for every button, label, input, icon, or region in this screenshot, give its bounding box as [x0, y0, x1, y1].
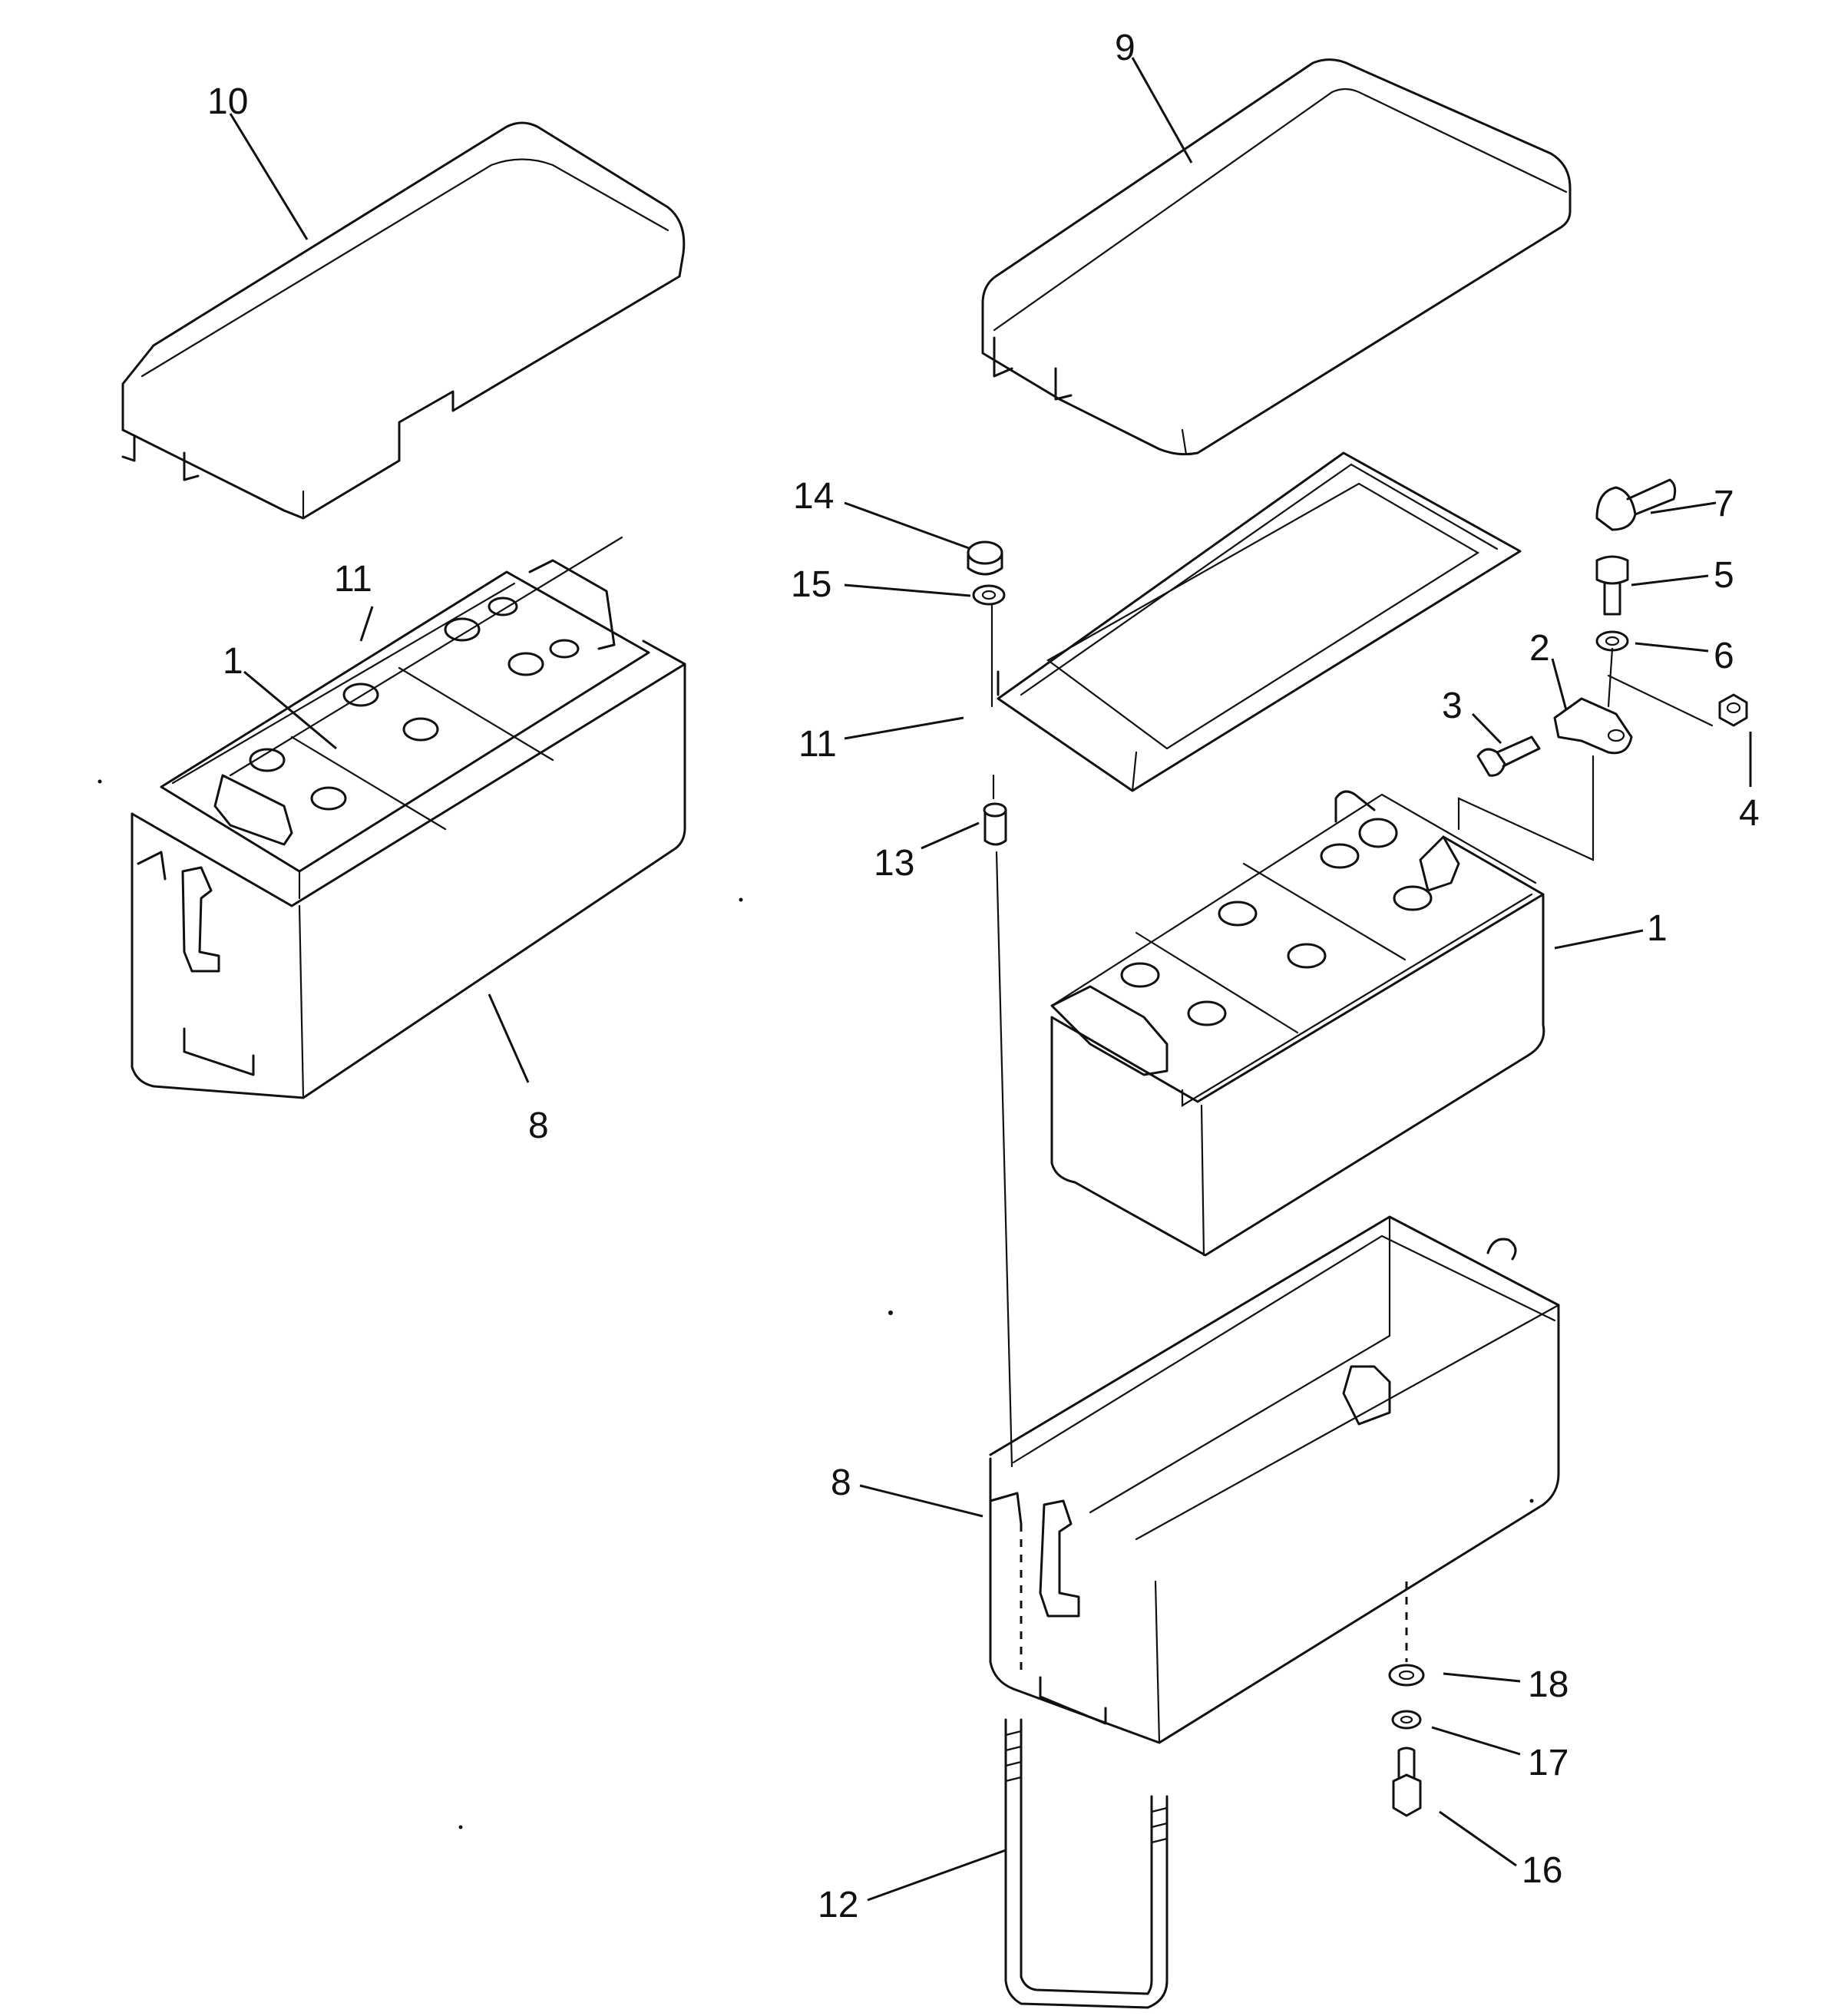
- bolt-part-3: [1476, 735, 1541, 777]
- spacer-part-13: [983, 802, 1007, 846]
- assembly-line: [1607, 647, 1614, 708]
- callout-11: 11: [334, 559, 372, 600]
- washer-part-6: [1595, 630, 1629, 652]
- callouts: 10 11 1 8 9 14 15 11 13 7 5 2 6 3 4 1 8 …: [207, 28, 1760, 1925]
- scan-specks: [98, 779, 1534, 1829]
- callout-18: 18: [1528, 1664, 1569, 1705]
- callout-8: 8: [528, 1105, 549, 1146]
- callout-16: 16: [1522, 1850, 1562, 1891]
- assembly-line: [1607, 674, 1714, 727]
- callout-15: 15: [791, 564, 831, 605]
- assembly-line: [1457, 755, 1595, 861]
- callout-5: 5: [1714, 555, 1734, 596]
- nut-part-4: [1718, 693, 1748, 727]
- callout-1: 1: [1647, 908, 1668, 949]
- right-battery-part-1: [1050, 790, 1545, 1257]
- washer-part-18: [1388, 1664, 1425, 1687]
- callout-11: 11: [798, 724, 837, 765]
- right-box-part-8: [989, 1215, 1560, 1744]
- nut-part-14: [967, 540, 1003, 576]
- callout-6: 6: [1714, 636, 1734, 676]
- callout-14: 14: [793, 476, 834, 517]
- left-battery-part-1: [160, 536, 650, 900]
- callout-2: 2: [1529, 628, 1550, 669]
- cap-part-7: [1595, 478, 1677, 531]
- left-box-part-8: [131, 640, 686, 1099]
- left-cover-part-10: [121, 121, 686, 520]
- callout-12: 12: [818, 1885, 858, 1925]
- callout-4: 4: [1739, 793, 1760, 834]
- spring-washer-part-17: [1391, 1710, 1422, 1730]
- j-bolt-part-12: [1004, 1718, 1169, 2009]
- callout-7: 7: [1714, 484, 1734, 524]
- right-cover-part-9: [981, 58, 1572, 456]
- bolt-part-5: [1595, 555, 1629, 616]
- callout-3: 3: [1442, 686, 1463, 726]
- washer-part-15: [972, 584, 1006, 606]
- callout-10: 10: [207, 81, 248, 122]
- callout-8: 8: [831, 1462, 851, 1503]
- callout-1: 1: [223, 641, 243, 682]
- assembly-line: [995, 851, 1013, 1468]
- bolt-part-16: [1392, 1747, 1422, 1817]
- right-tray-part-11: [997, 451, 1522, 792]
- terminal-clamp-part-2: [1553, 697, 1633, 755]
- callout-9: 9: [1115, 28, 1135, 68]
- callout-13: 13: [874, 843, 914, 884]
- callout-17: 17: [1528, 1743, 1569, 1783]
